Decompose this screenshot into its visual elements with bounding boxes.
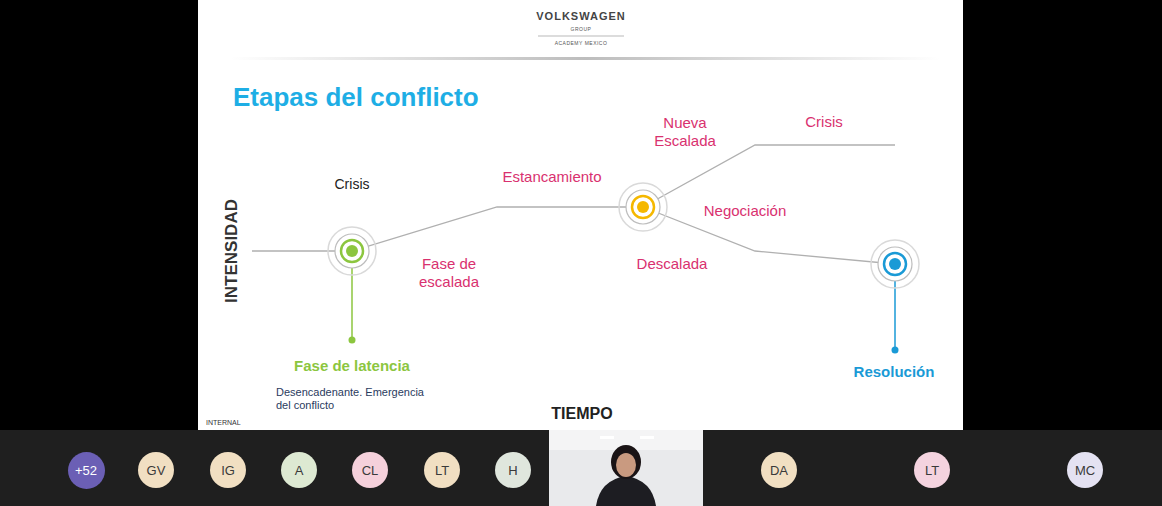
stage-label: Negociación [704, 202, 787, 220]
participant-avatar: LT [424, 452, 460, 488]
participant-initials: H [508, 463, 517, 478]
phase-label: Fase de latencia [294, 357, 410, 375]
participant-initials: IG [221, 463, 235, 478]
participant-initials: DA [770, 463, 788, 478]
participant-avatar: IG [210, 452, 246, 488]
latency-marker [328, 227, 376, 344]
axis-label: INTENSIDAD [222, 199, 242, 303]
classification-note: INTERNAL [206, 419, 241, 427]
phase-note: Desencadenante. Emergencia del conflicto [276, 386, 441, 412]
participant-avatar: +52 [68, 452, 105, 489]
participant-avatar: H [495, 452, 531, 488]
stage-label: Nueva Escalada [645, 114, 725, 150]
phase-label: Resolución [854, 363, 935, 381]
participant-bar [0, 430, 1162, 506]
stage-label: Descalada [637, 255, 708, 273]
participant-avatar: GV [138, 452, 174, 488]
participant-avatar: CL [352, 452, 388, 488]
logo-text: VOLKSWAGEN [536, 10, 625, 23]
slide [198, 0, 963, 430]
participant-initials: GV [147, 463, 166, 478]
resolution-marker [871, 240, 919, 354]
participant-initials: LT [435, 463, 449, 478]
stage-label: Crisis [335, 176, 370, 193]
participant-avatar: DA [761, 452, 797, 488]
stage-label: Estancamiento [502, 168, 601, 186]
logo-rule [538, 36, 624, 37]
participant-initials: LT [925, 463, 939, 478]
participant-initials: CL [362, 463, 379, 478]
header-rule [230, 57, 940, 60]
participant-avatar: A [281, 452, 317, 488]
participant-avatar: MC [1067, 452, 1103, 488]
participant-initials: MC [1075, 463, 1095, 478]
slide-title: Etapas del conflicto [233, 82, 479, 113]
stage-label: Fase de escalada [409, 255, 489, 291]
axis-label: TIEMPO [551, 404, 612, 423]
participant-avatar: LT [914, 452, 950, 488]
presenter-video [549, 430, 703, 506]
stage-label: Crisis [805, 113, 843, 131]
logo-text: GROUP [571, 26, 592, 32]
logo-text: ACADEMY MEXICO [555, 40, 608, 46]
participant-initials: A [295, 463, 304, 478]
stagnation-marker [619, 183, 667, 231]
participant-initials: +52 [75, 463, 97, 478]
